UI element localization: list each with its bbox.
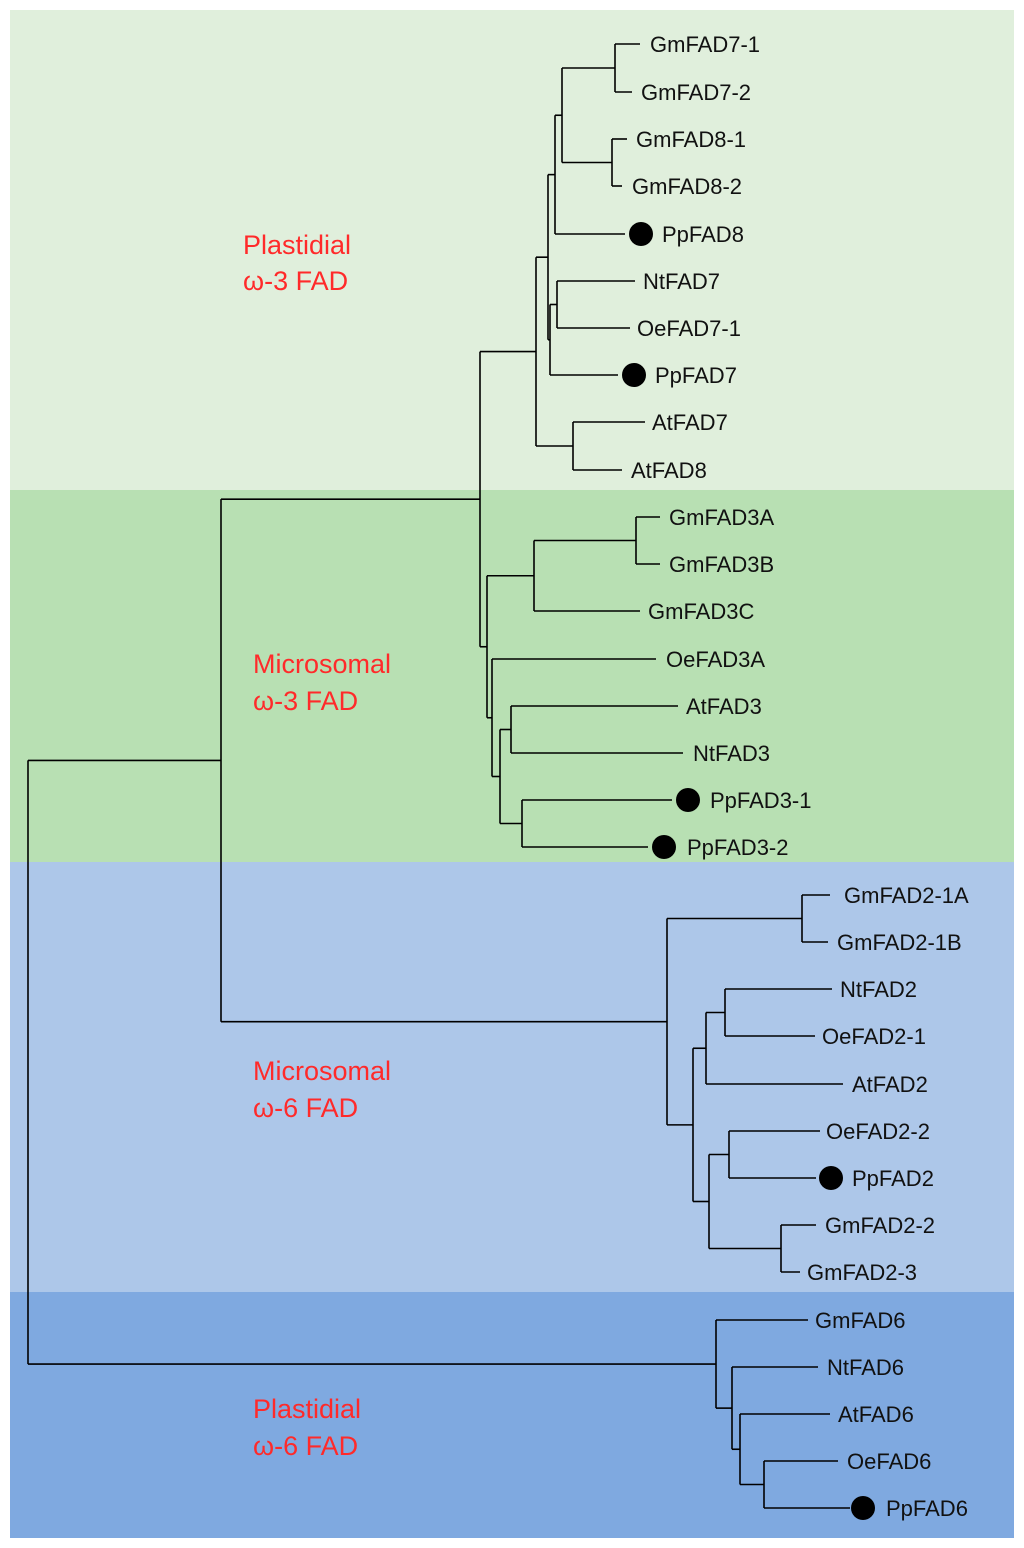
band-label-microsomal-w3: Microsomal	[253, 649, 391, 679]
leaf-label: PpFAD8	[662, 222, 744, 247]
leaf-label: OeFAD3A	[666, 647, 765, 672]
leaf-label: PpFAD6	[886, 1496, 968, 1521]
leaf-label: GmFAD6	[815, 1308, 905, 1333]
leaf-marker-dot	[676, 788, 700, 812]
band-microsomal-w6	[10, 862, 1014, 1292]
leaf-label: GmFAD7-1	[650, 32, 760, 57]
band-label-plastidial-w6-sub: ω-6 FAD	[253, 1431, 358, 1461]
leaf-label: PpFAD2	[852, 1166, 934, 1191]
leaf-label: AtFAD3	[686, 694, 762, 719]
leaf-label: GmFAD2-1A	[844, 883, 969, 908]
tree-branches	[27, 43, 850, 1509]
leaf-marker-dot	[629, 222, 653, 246]
leaf-marker-dot	[652, 835, 676, 859]
tree-leaves: GmFAD7-1GmFAD7-2GmFAD8-1GmFAD8-2PpFAD8Nt…	[622, 32, 969, 1521]
leaf-label: OeFAD2-1	[822, 1024, 926, 1049]
leaf-label: NtFAD3	[693, 741, 770, 766]
leaf-marker-dot	[622, 363, 646, 387]
leaf-label: PpFAD3-2	[687, 835, 789, 860]
band-label-microsomal-w3-sub: ω-3 FAD	[253, 686, 358, 716]
band-plastidial-w6	[10, 1292, 1014, 1538]
leaf-label: GmFAD2-3	[807, 1260, 917, 1285]
leaf-label: OeFAD2-2	[826, 1119, 930, 1144]
leaf-label: GmFAD3B	[669, 552, 774, 577]
leaf-label: AtFAD7	[652, 410, 728, 435]
leaf-label: PpFAD7	[655, 363, 737, 388]
leaf-marker-dot	[851, 1496, 875, 1520]
leaf-label: AtFAD8	[631, 458, 707, 483]
leaf-label: AtFAD6	[838, 1402, 914, 1427]
leaf-label: GmFAD3A	[669, 505, 774, 530]
band-plastidial-w3	[10, 10, 1014, 490]
leaf-label: NtFAD2	[840, 977, 917, 1002]
band-label-microsomal-w6-sub: ω-6 FAD	[253, 1093, 358, 1123]
leaf-label: GmFAD8-1	[636, 127, 746, 152]
leaf-label: NtFAD7	[643, 269, 720, 294]
leaf-label: GmFAD3C	[648, 599, 754, 624]
leaf-label: NtFAD6	[827, 1355, 904, 1380]
band-label-plastidial-w6: Plastidial	[253, 1394, 361, 1424]
leaf-label: OeFAD7-1	[637, 316, 741, 341]
leaf-label: GmFAD7-2	[641, 80, 751, 105]
band-label-plastidial-w3: Plastidial	[243, 230, 351, 260]
leaf-label: GmFAD2-2	[825, 1213, 935, 1238]
leaf-label: GmFAD8-2	[632, 174, 742, 199]
leaf-marker-dot	[819, 1166, 843, 1190]
leaf-label: PpFAD3-1	[710, 788, 812, 813]
leaf-label: AtFAD2	[852, 1072, 928, 1097]
leaf-label: OeFAD6	[847, 1449, 931, 1474]
leaf-label: GmFAD2-1B	[837, 930, 962, 955]
band-label-plastidial-w3-sub: ω-3 FAD	[243, 266, 348, 296]
band-label-microsomal-w6: Microsomal	[253, 1056, 391, 1086]
band-microsomal-w3	[10, 490, 1014, 862]
